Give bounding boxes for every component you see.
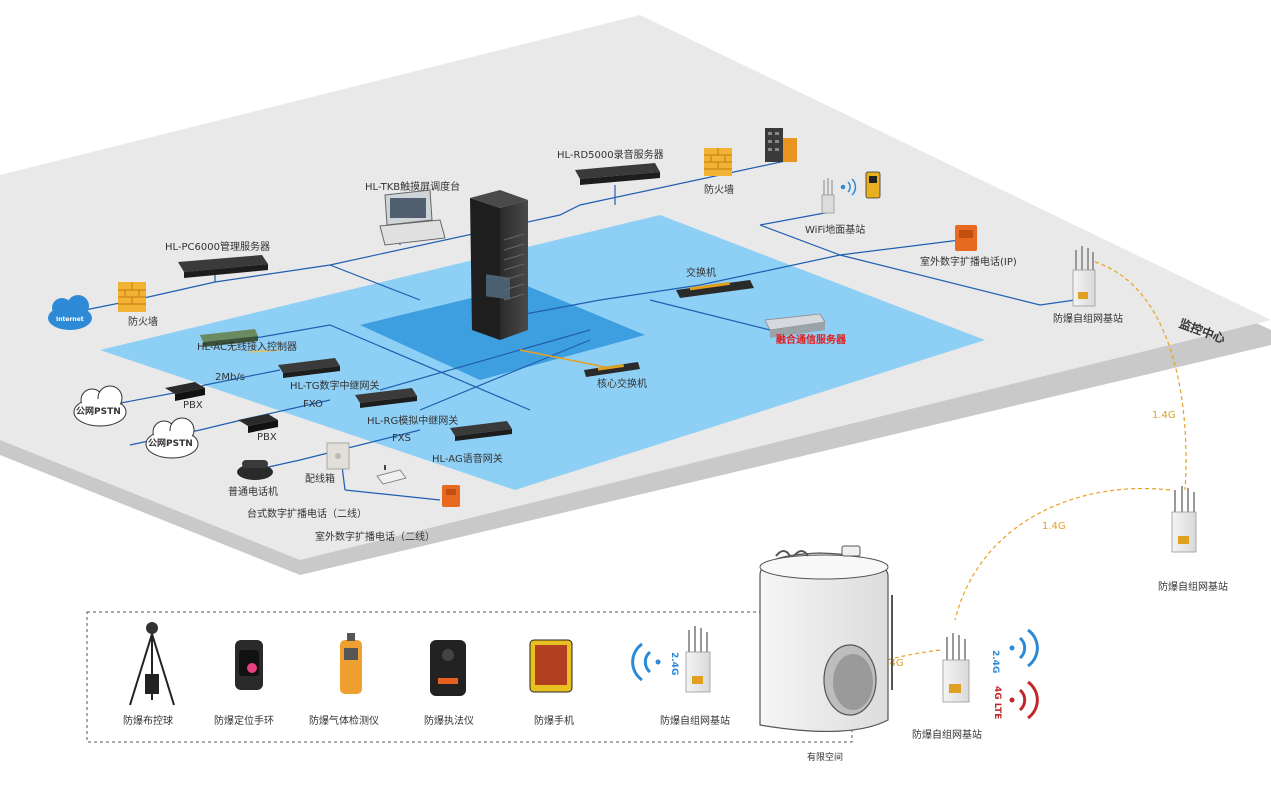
desktop-phone-icon: [376, 465, 407, 485]
switch-label: 交换机: [686, 266, 716, 279]
internet-label: Internet: [56, 316, 84, 323]
cloud-icon: 公网PSTN: [73, 385, 127, 427]
device-gas-detector-label: 防爆气体检测仪: [309, 714, 379, 727]
wifi-signal-icon: [631, 642, 661, 682]
rack-server-icon: [450, 421, 512, 441]
rg-gateway-label: HL-RG模拟中继网关: [367, 414, 458, 427]
handheld-phone-icon: [865, 171, 881, 199]
base-station-icon: [1171, 486, 1197, 553]
lte-signal-icon: [1009, 680, 1039, 720]
wifi-ground-label: WiFi地面基站: [805, 223, 865, 236]
tg-gateway-label: HL-TG数字中继网关: [290, 379, 379, 392]
brick-wall-icon: [704, 148, 732, 176]
device-ptz-label: 防爆布控球: [123, 714, 173, 727]
confined-space-label: 有限空间: [807, 751, 843, 763]
brick-wall-icon: [118, 282, 146, 312]
outdoor-phone-2wire-label: 室外数字扩播电话（二线）: [315, 530, 435, 543]
switch-icon: [584, 362, 640, 377]
ag-gateway-label: HL-AG语音网关: [432, 452, 503, 465]
ac-controller-label: HL-AC无线接入控制器: [197, 340, 297, 353]
firewall-right-label: 防火墙: [704, 183, 734, 196]
tkb-label: HL-TKB触摸屏调度台: [365, 180, 460, 193]
pbx2-label: PBX: [257, 432, 277, 443]
rugged-phone-icon: [529, 639, 573, 693]
link-14g-2-label: 1.4G: [1042, 521, 1066, 532]
pstn2-label: 公网PSTN: [148, 438, 193, 449]
switch-icon: [676, 280, 754, 298]
ordinary-phone-label: 普通电话机: [228, 485, 278, 498]
base-station-icon: [1072, 246, 1096, 307]
rate-label: 2Mb/s: [215, 372, 245, 383]
rack-server-icon: [200, 329, 258, 347]
pstn1-label: 公网PSTN: [76, 406, 121, 417]
network-links: [84, 159, 1076, 501]
gas-detector-icon: [340, 633, 362, 694]
building-icon: [765, 128, 797, 162]
wifi-signal-icon: [840, 178, 857, 196]
ex-base-station-1-label: 防爆自组网基站: [1053, 312, 1123, 325]
touch-console-icon: [379, 189, 446, 246]
ex-base-station-3-label: 防爆自组网基站: [912, 728, 982, 741]
band-24g-label: 2.4G: [990, 650, 1000, 673]
rd5000-label: HL-RD5000录音服务器: [557, 148, 664, 161]
tank-icon: [759, 545, 893, 733]
server-cabinet-icon: [470, 190, 528, 340]
fxs-label: FXS: [392, 433, 411, 444]
rack-server-icon: [764, 313, 826, 338]
outdoor-phone-icon: [955, 225, 977, 251]
pbx1-label: PBX: [183, 400, 203, 411]
body-camera-icon: [430, 640, 466, 696]
distribution-box-label: 配线箱: [305, 472, 335, 485]
base-station-icon: [821, 178, 835, 214]
fusion-server-label: 融合通信服务器: [776, 333, 847, 346]
ex-base-station-2-label: 防爆自组网基站: [1158, 580, 1228, 593]
pbx-icon: [238, 414, 278, 433]
cloud-icon: Internet: [48, 295, 92, 330]
pc6000-label: HL-PC6000管理服务器: [165, 240, 270, 253]
outdoor-phone-icon: [442, 485, 460, 507]
firewall-left-label: 防火墙: [128, 315, 158, 328]
device-bracelet-label: 防爆定位手环: [214, 714, 274, 727]
band-4glte-label: 4G LTE: [992, 686, 1002, 719]
wifi-signal-icon: [1009, 628, 1039, 668]
device-body-cam-label: 防爆执法仪: [424, 714, 474, 727]
device-phone-label: 防爆手机: [534, 714, 574, 727]
device-base-station-label: 防爆自组网基站: [660, 714, 730, 727]
rack-server-icon: [575, 163, 660, 185]
ptz-camera-icon: [129, 622, 175, 706]
fxo-label: FXO: [303, 399, 323, 410]
telephone-icon: [237, 460, 273, 480]
rack-server-icon: [278, 358, 340, 378]
pbx-icon: [165, 382, 205, 401]
distribution-box-icon: [326, 442, 350, 470]
desktop-phone-label: 台式数字扩播电话（二线）: [247, 507, 367, 520]
cloud-icon: 公网PSTN: [145, 417, 199, 459]
band-24g-left-label: 2.4G: [669, 652, 679, 675]
outdoor-ip-phone-label: 室外数字扩播电话(IP): [920, 255, 1017, 268]
link-14g-1-label: 1.4G: [1152, 410, 1176, 421]
base-station-icon: [685, 626, 711, 693]
core-switch-label: 核心交换机: [597, 377, 647, 390]
core-link: [519, 349, 611, 369]
rack-server-icon: [355, 388, 417, 408]
rack-server-icon: [178, 255, 268, 278]
bracelet-icon: [235, 640, 263, 690]
base-station-icon: [942, 633, 970, 703]
rate-link: [249, 349, 281, 353]
